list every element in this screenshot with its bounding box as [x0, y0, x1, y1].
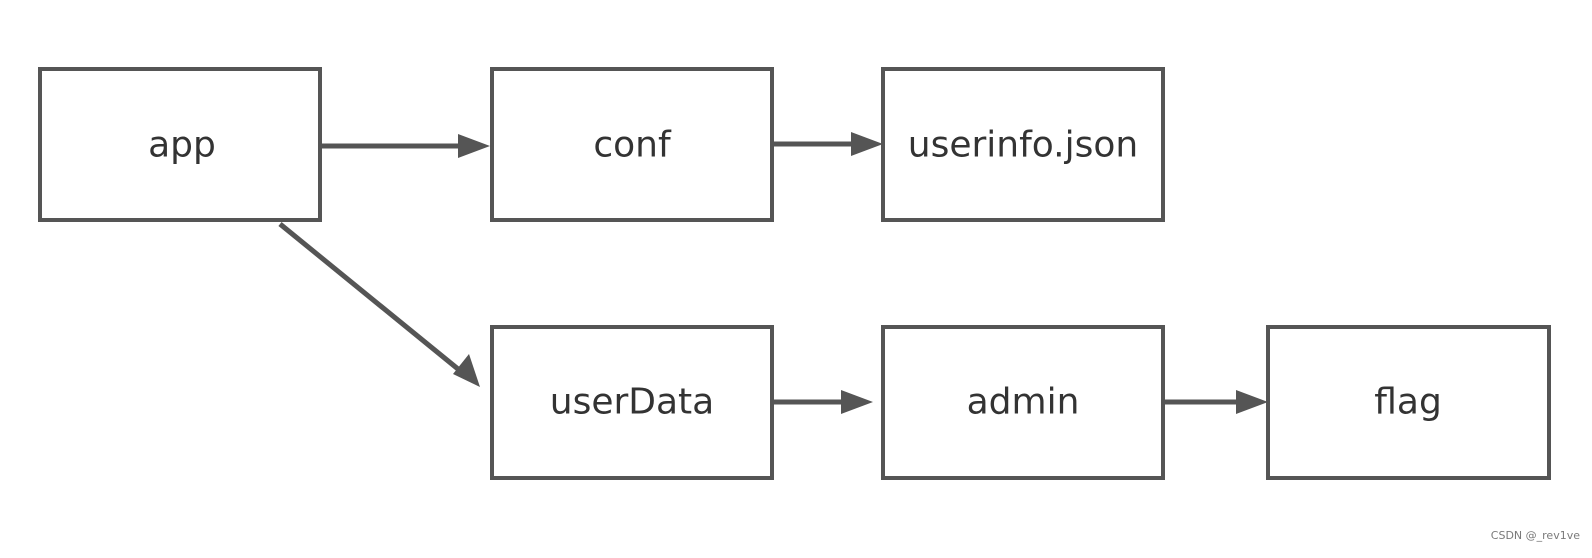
node-box — [1266, 325, 1551, 480]
node-box — [881, 325, 1165, 480]
arrowhead-icon — [851, 132, 883, 156]
node-label: admin — [967, 382, 1080, 423]
edge-userdata-to-admin — [772, 390, 873, 414]
node-label: userData — [550, 382, 714, 423]
node-app: app — [38, 67, 322, 222]
node-conf: conf — [490, 67, 774, 222]
arrowhead-icon — [453, 354, 480, 387]
node-box — [38, 67, 322, 222]
node-box — [490, 67, 774, 222]
edge-admin-to-flag — [1163, 390, 1268, 414]
node-label: userinfo.json — [908, 125, 1138, 166]
node-label: app — [148, 125, 216, 166]
node-userinfo-json: userinfo.json — [881, 67, 1165, 222]
node-userdata: userData — [490, 325, 774, 480]
node-flag: flag — [1266, 325, 1551, 480]
arrowhead-icon — [841, 390, 873, 414]
edge-conf-to-userinfo — [772, 132, 883, 156]
node-box — [881, 67, 1165, 222]
watermark-text: CSDN @_rev1ve — [1490, 529, 1580, 542]
arrowhead-icon — [1236, 390, 1268, 414]
node-box — [490, 325, 774, 480]
edge-app-to-conf — [320, 134, 490, 158]
node-label: conf — [593, 125, 672, 166]
node-label: flag — [1374, 382, 1442, 423]
edges — [278, 132, 1268, 414]
node-admin: admin — [881, 325, 1165, 480]
arrowhead-icon — [458, 134, 490, 158]
edge-app-to-userdata — [278, 222, 480, 387]
